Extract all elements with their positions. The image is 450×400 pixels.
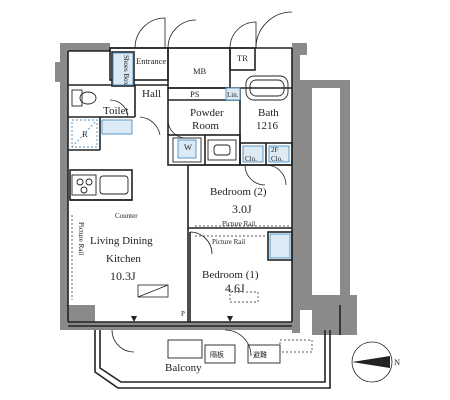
clo-label-1: Clo.	[245, 155, 257, 163]
bedroom2-size: 3.0J	[232, 202, 252, 216]
r-label: R	[82, 129, 88, 139]
ldk-label-2: Kitchen	[106, 253, 141, 265]
counter-label: Counter	[115, 212, 138, 220]
mb-label: MB	[193, 66, 207, 76]
tr-label: TR	[237, 53, 248, 63]
kitchen-hatch	[137, 284, 169, 298]
ps-label: PS	[190, 89, 200, 99]
powder-room-label-1: Powder	[190, 107, 224, 119]
picture-rail-label-3: Picture Rail	[77, 222, 85, 255]
p-label: P	[181, 310, 185, 318]
north-label: N	[394, 357, 400, 367]
picture-rail-label-1: Picture Rail	[222, 220, 255, 228]
entrance-label: Entrance	[136, 56, 166, 66]
door-swings	[109, 11, 293, 357]
ldk-size: 10.3J	[110, 269, 136, 283]
evac-label-1: 隔板	[210, 350, 224, 359]
bedroom1-name: Bedroom (1)	[202, 269, 259, 281]
north-compass: N	[351, 341, 400, 383]
hall-label: Hall	[142, 88, 161, 100]
toilet-label: Toilet	[103, 105, 129, 117]
lin-label: Lin.	[227, 91, 239, 99]
picture-rail-label-2: Picture Rail	[212, 238, 245, 246]
bath-size-label: 1216	[256, 120, 279, 132]
window-markers	[131, 316, 233, 322]
w-label: W	[184, 142, 192, 152]
clo-upper-label: 2F	[271, 146, 279, 154]
balcony-label: Balcony	[165, 362, 202, 374]
fixtures	[71, 75, 289, 364]
storage-accents	[71, 52, 291, 259]
compass-arrow-icon	[352, 356, 390, 368]
bedroom1-size: 4.6J	[225, 281, 245, 295]
evac-label-2: 避難	[253, 350, 267, 359]
bedroom2-name: Bedroom (2)	[210, 186, 267, 198]
bath-label: Bath	[258, 107, 279, 119]
powder-room-label-2: Room	[192, 120, 219, 132]
ldk-label-1: Living Dining	[90, 235, 153, 247]
labels: Shoes Box Entrance MB TR Hall PS Lin. Po…	[77, 53, 283, 374]
picture-rails	[71, 215, 313, 353]
clo-label-2: Clo.	[271, 155, 283, 163]
shoes-box-label: Shoes Box	[122, 55, 130, 86]
